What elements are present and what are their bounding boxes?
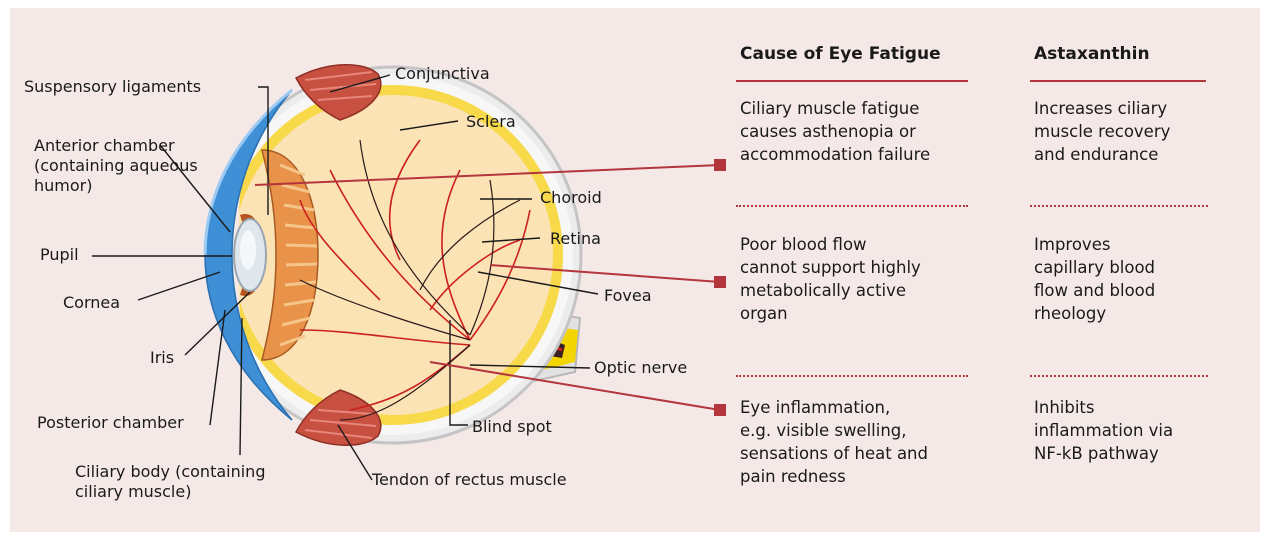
header-rule-cause — [736, 80, 968, 82]
label-tendon-of-rectus-muscle: Tendon of rectus muscle — [372, 470, 567, 490]
cause-cell-row-3: Eye inflammation, e.g. visible swelling,… — [740, 396, 928, 488]
connector-marker-1 — [715, 160, 725, 170]
header-astaxanthin: Astaxanthin — [1034, 44, 1150, 64]
label-conjunctiva: Conjunctiva — [395, 64, 490, 84]
benefit-cell-row-1: Increases ciliary muscle recovery and en… — [1034, 97, 1170, 166]
label-ciliary-body: Ciliary body (containing ciliary muscle) — [75, 462, 265, 502]
label-sclera: Sclera — [466, 112, 516, 132]
header-cause-of-eye-fatigue: Cause of Eye Fatigue — [740, 44, 941, 64]
label-suspensory-ligaments: Suspensory ligaments — [24, 77, 201, 97]
label-choroid: Choroid — [540, 188, 602, 208]
row-divider-1 — [736, 205, 968, 207]
label-fovea: Fovea — [604, 286, 652, 306]
label-anterior-chamber: Anterior chamber (containing aqueous hum… — [34, 136, 198, 196]
connector-marker-2 — [715, 277, 725, 287]
label-cornea: Cornea — [63, 293, 120, 313]
row-divider-2b — [1030, 375, 1208, 377]
connector-marker-3 — [715, 405, 725, 415]
row-divider-1b — [1030, 205, 1208, 207]
header-rule-astaxanthin — [1030, 80, 1206, 82]
benefit-cell-row-2: Improves capillary blood flow and blood … — [1034, 233, 1155, 325]
label-posterior-chamber: Posterior chamber — [37, 413, 184, 433]
label-retina: Retina — [550, 229, 601, 249]
cause-cell-row-2: Poor blood flow cannot support highly me… — [740, 233, 921, 325]
cause-cell-row-1: Ciliary muscle fatigue causes asthenopia… — [740, 97, 930, 166]
row-divider-2 — [736, 375, 968, 377]
label-pupil: Pupil — [40, 245, 79, 265]
label-iris: Iris — [150, 348, 174, 368]
label-blind-spot: Blind spot — [472, 417, 552, 437]
label-optic-nerve: Optic nerve — [594, 358, 687, 378]
benefit-cell-row-3: Inhibits inflammation via NF-kB pathway — [1034, 396, 1173, 465]
